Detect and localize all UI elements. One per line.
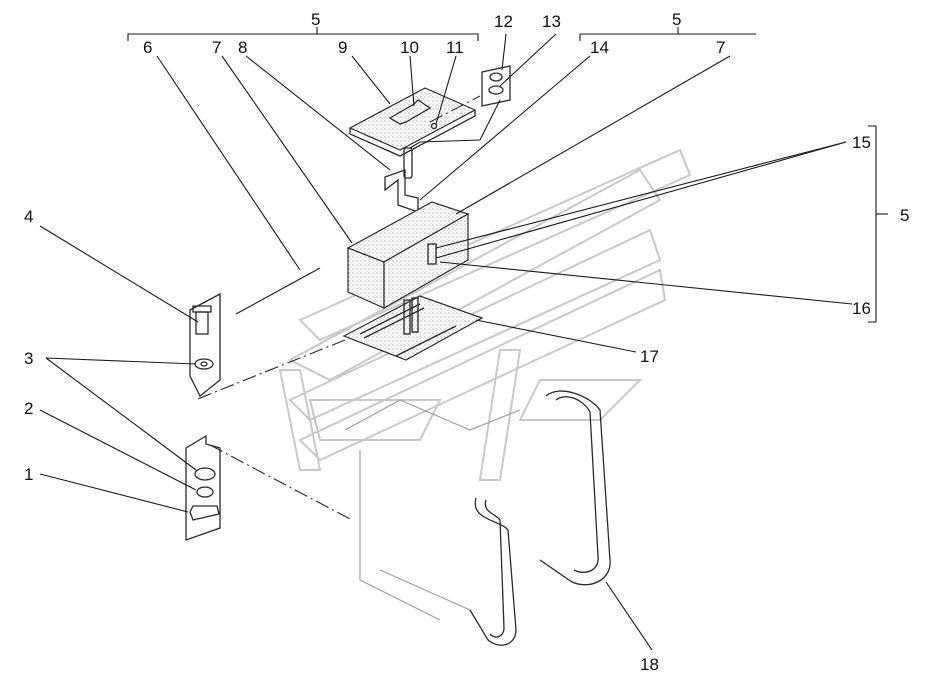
callout-7-right: 7 [716, 38, 725, 57]
callout-10: 10 [400, 38, 419, 57]
lid-plate [348, 87, 477, 157]
nut-washer-inset [481, 65, 511, 107]
callout-12: 12 [494, 12, 513, 31]
callout-15: 15 [852, 133, 871, 152]
base-plate [342, 295, 484, 361]
callout-6: 6 [143, 38, 152, 57]
callout-11: 11 [446, 38, 464, 57]
callout-7-left: 7 [212, 38, 221, 57]
callout-5-top-left: 5 [311, 10, 320, 29]
callout-13: 13 [542, 12, 561, 31]
leader-lines [39, 33, 853, 651]
bolt-inset [189, 292, 221, 398]
callout-5-top-right: 5 [672, 10, 681, 29]
callout-16: 16 [852, 299, 871, 318]
bracket-group-5-side [868, 125, 888, 323]
nut-washer-stack-inset [185, 434, 221, 541]
frame-bracket [344, 390, 611, 646]
callout-18: 18 [640, 655, 659, 674]
callout-1: 1 [24, 465, 33, 484]
callout-5-side: 5 [900, 206, 909, 225]
callout-labels: 5 5 5 6 7 7 8 9 10 11 12 13 14 15 16 17 … [24, 10, 909, 674]
callout-3: 3 [24, 349, 33, 368]
callout-4: 4 [24, 207, 33, 226]
callout-8: 8 [238, 38, 247, 57]
callout-14: 14 [590, 38, 609, 57]
battery-box [346, 201, 470, 310]
callout-17: 17 [640, 347, 659, 366]
watermark-logo [278, 148, 692, 481]
callout-9: 9 [338, 38, 347, 57]
bracket-group-5-left [127, 27, 479, 41]
callout-2: 2 [24, 399, 33, 418]
bracket-group-5-right [579, 27, 756, 41]
